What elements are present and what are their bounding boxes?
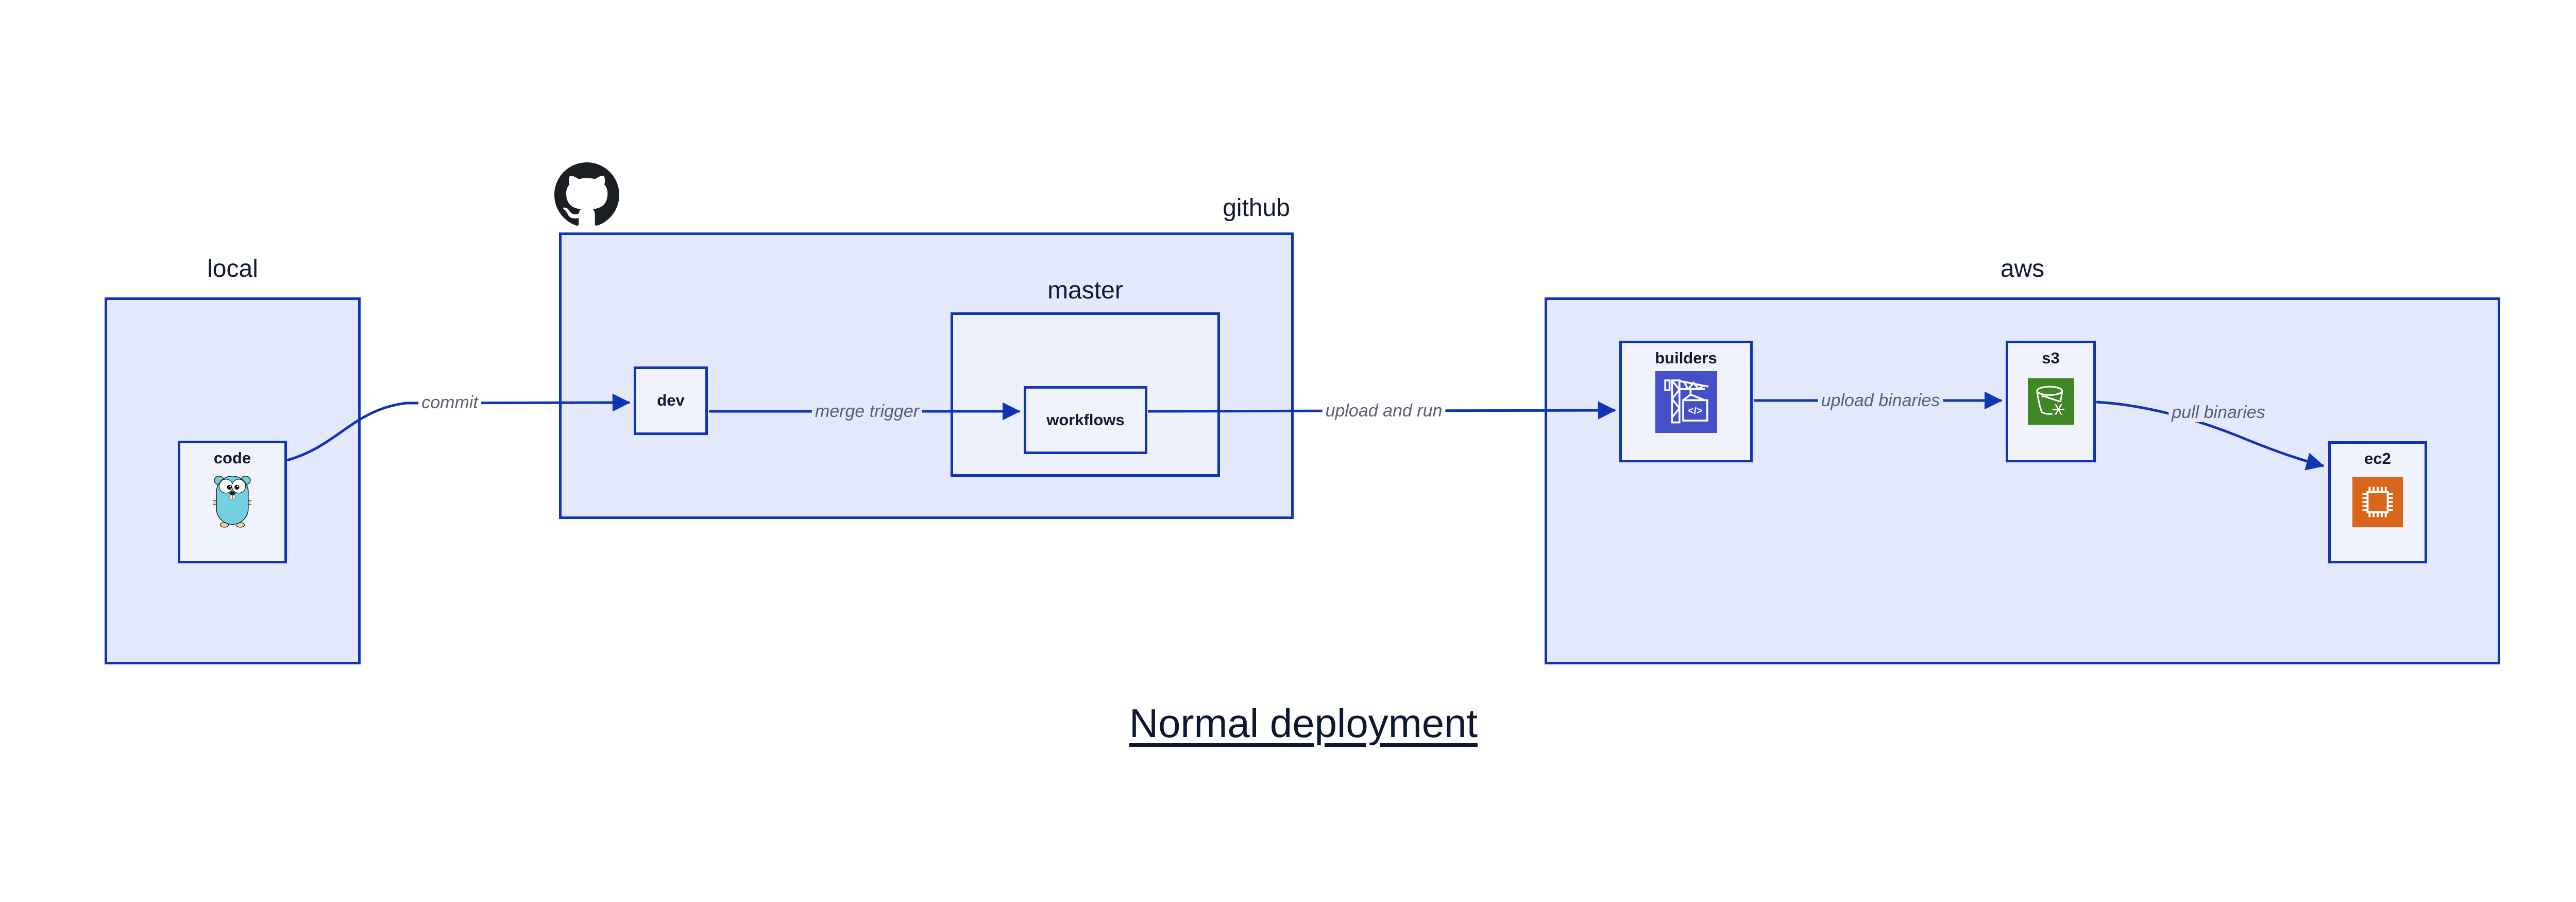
node-workflows: workflows bbox=[1024, 386, 1147, 454]
edge-label-pull-binaries: pull binaries bbox=[2168, 403, 2268, 422]
edge-label-upload-and-run: upload and run bbox=[1322, 401, 1446, 421]
node-s3-label: s3 bbox=[2042, 349, 2060, 367]
github-logo-icon bbox=[554, 162, 619, 226]
container-label-github: github bbox=[1223, 194, 1290, 222]
go-gopher-icon bbox=[213, 476, 251, 528]
node-ec2: ec2 bbox=[2328, 441, 2427, 563]
edge-label-merge-trigger: merge trigger bbox=[811, 402, 923, 421]
node-workflows-label: workflows bbox=[1046, 410, 1125, 429]
container-label-local: local bbox=[207, 255, 258, 282]
edge-label-commit: commit bbox=[418, 393, 481, 412]
node-s3: s3 bbox=[2006, 341, 2096, 462]
aws-s3-glacier-icon bbox=[2027, 378, 2074, 425]
edge-commit bbox=[286, 393, 631, 462]
node-dev-label: dev bbox=[657, 391, 685, 410]
edge-label-upload-binaries: upload binaries bbox=[1818, 391, 1943, 410]
node-dev: dev bbox=[634, 366, 708, 435]
diagram-title: Normal deployment bbox=[1129, 700, 1478, 746]
node-code: code bbox=[178, 441, 287, 563]
aws-codebuild-icon: </> bbox=[1655, 371, 1717, 433]
node-ec2-label: ec2 bbox=[2364, 449, 2391, 467]
node-builders-label: builders bbox=[1655, 349, 1717, 367]
node-code-label: code bbox=[213, 449, 251, 467]
aws-ec2-icon bbox=[2352, 477, 2403, 528]
codebuild-code-glyph: </> bbox=[1688, 406, 1702, 416]
container-label-master: master bbox=[1047, 277, 1123, 304]
node-builders: builders </> bbox=[1619, 341, 1753, 462]
edge-pull-binaries bbox=[2096, 400, 2325, 471]
container-label-aws: aws bbox=[2000, 255, 2045, 282]
